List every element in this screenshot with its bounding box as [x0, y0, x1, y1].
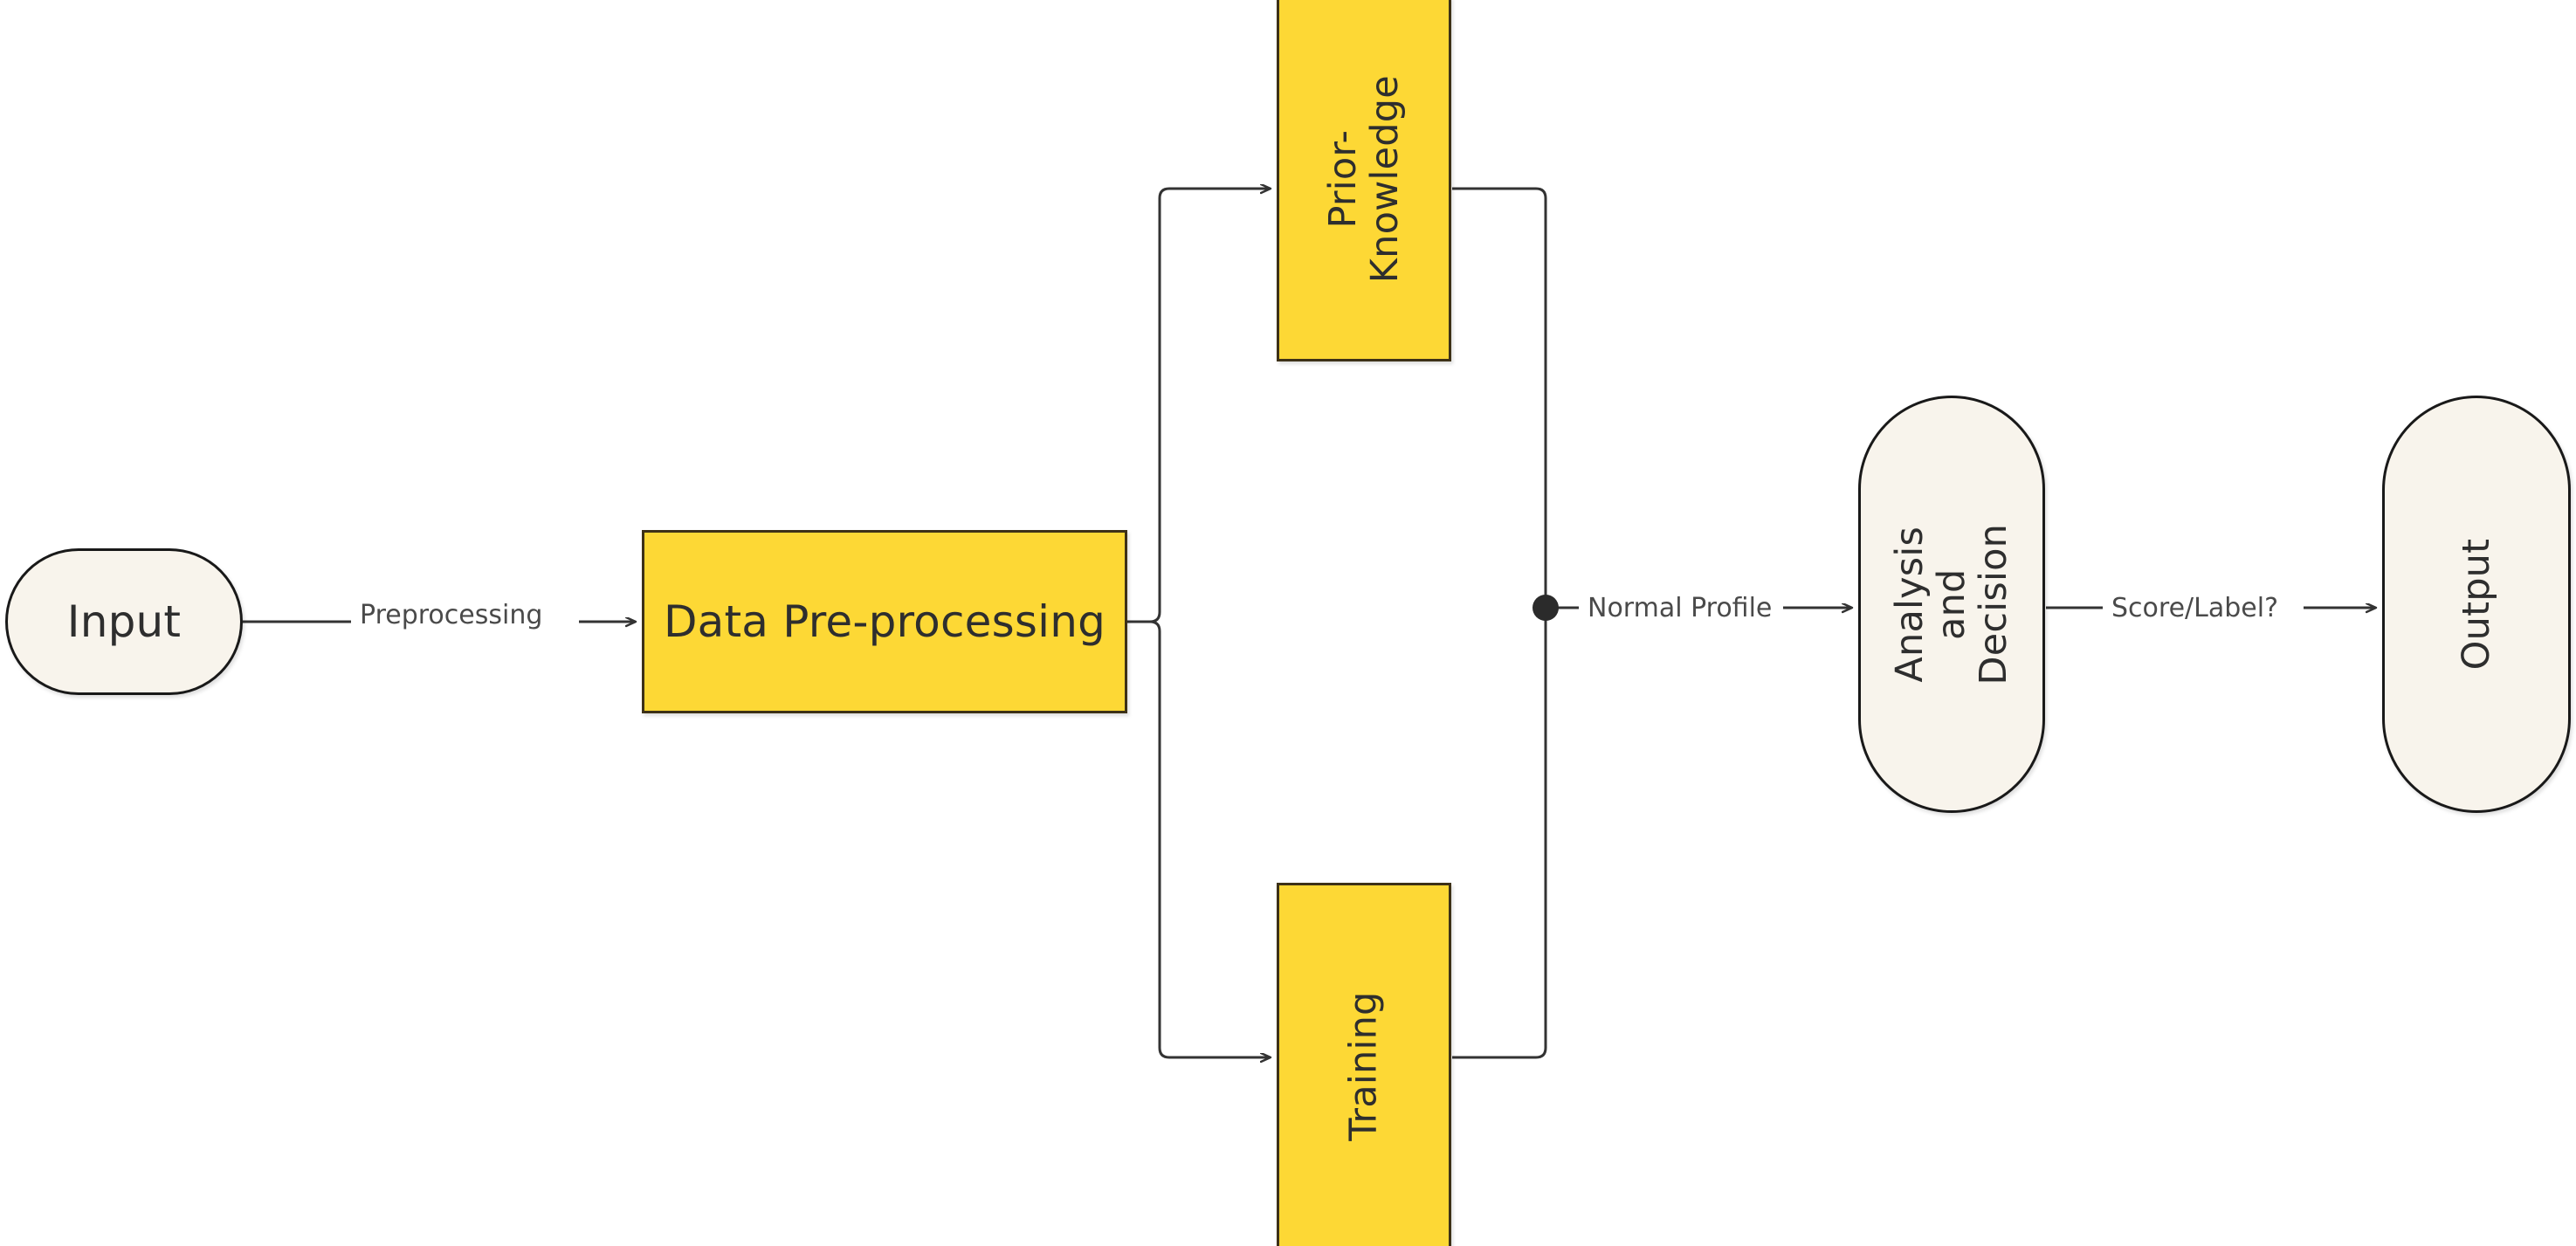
node-input-label: Input: [66, 596, 182, 647]
node-training[interactable]: Training: [1277, 883, 1451, 1246]
node-input[interactable]: Input: [5, 548, 243, 695]
node-data-pre-processing-label: Data Pre-processing: [663, 596, 1106, 647]
node-prior-knowledge[interactable]: Prior- Knowledge: [1277, 0, 1451, 361]
node-prior-knowledge-label: Prior- Knowledge: [1320, 74, 1407, 284]
node-analysis-and-decision[interactable]: Analysis and Decision: [1858, 396, 2045, 813]
edge-preproc-to-training: [1149, 620, 1270, 1057]
node-analysis-and-decision-label: Analysis and Decision: [1887, 523, 2016, 685]
edge-label-normal-profile: Normal Profile: [1582, 595, 1778, 622]
node-output[interactable]: Output: [2382, 396, 2571, 813]
edge-prior-to-junction: [1452, 187, 1547, 608]
edge-label-score-label: Score/Label?: [2106, 595, 2283, 622]
junction-dot: [1533, 595, 1559, 621]
edge-preproc-to-prior: [1149, 189, 1270, 623]
edge-training-to-junction: [1452, 608, 1547, 1059]
node-data-pre-processing[interactable]: Data Pre-processing: [642, 530, 1127, 713]
node-output-label: Output: [2454, 538, 2498, 671]
edge-label-preprocessing: Preprocessing: [355, 602, 548, 629]
node-training-label: Training: [1341, 991, 1386, 1141]
